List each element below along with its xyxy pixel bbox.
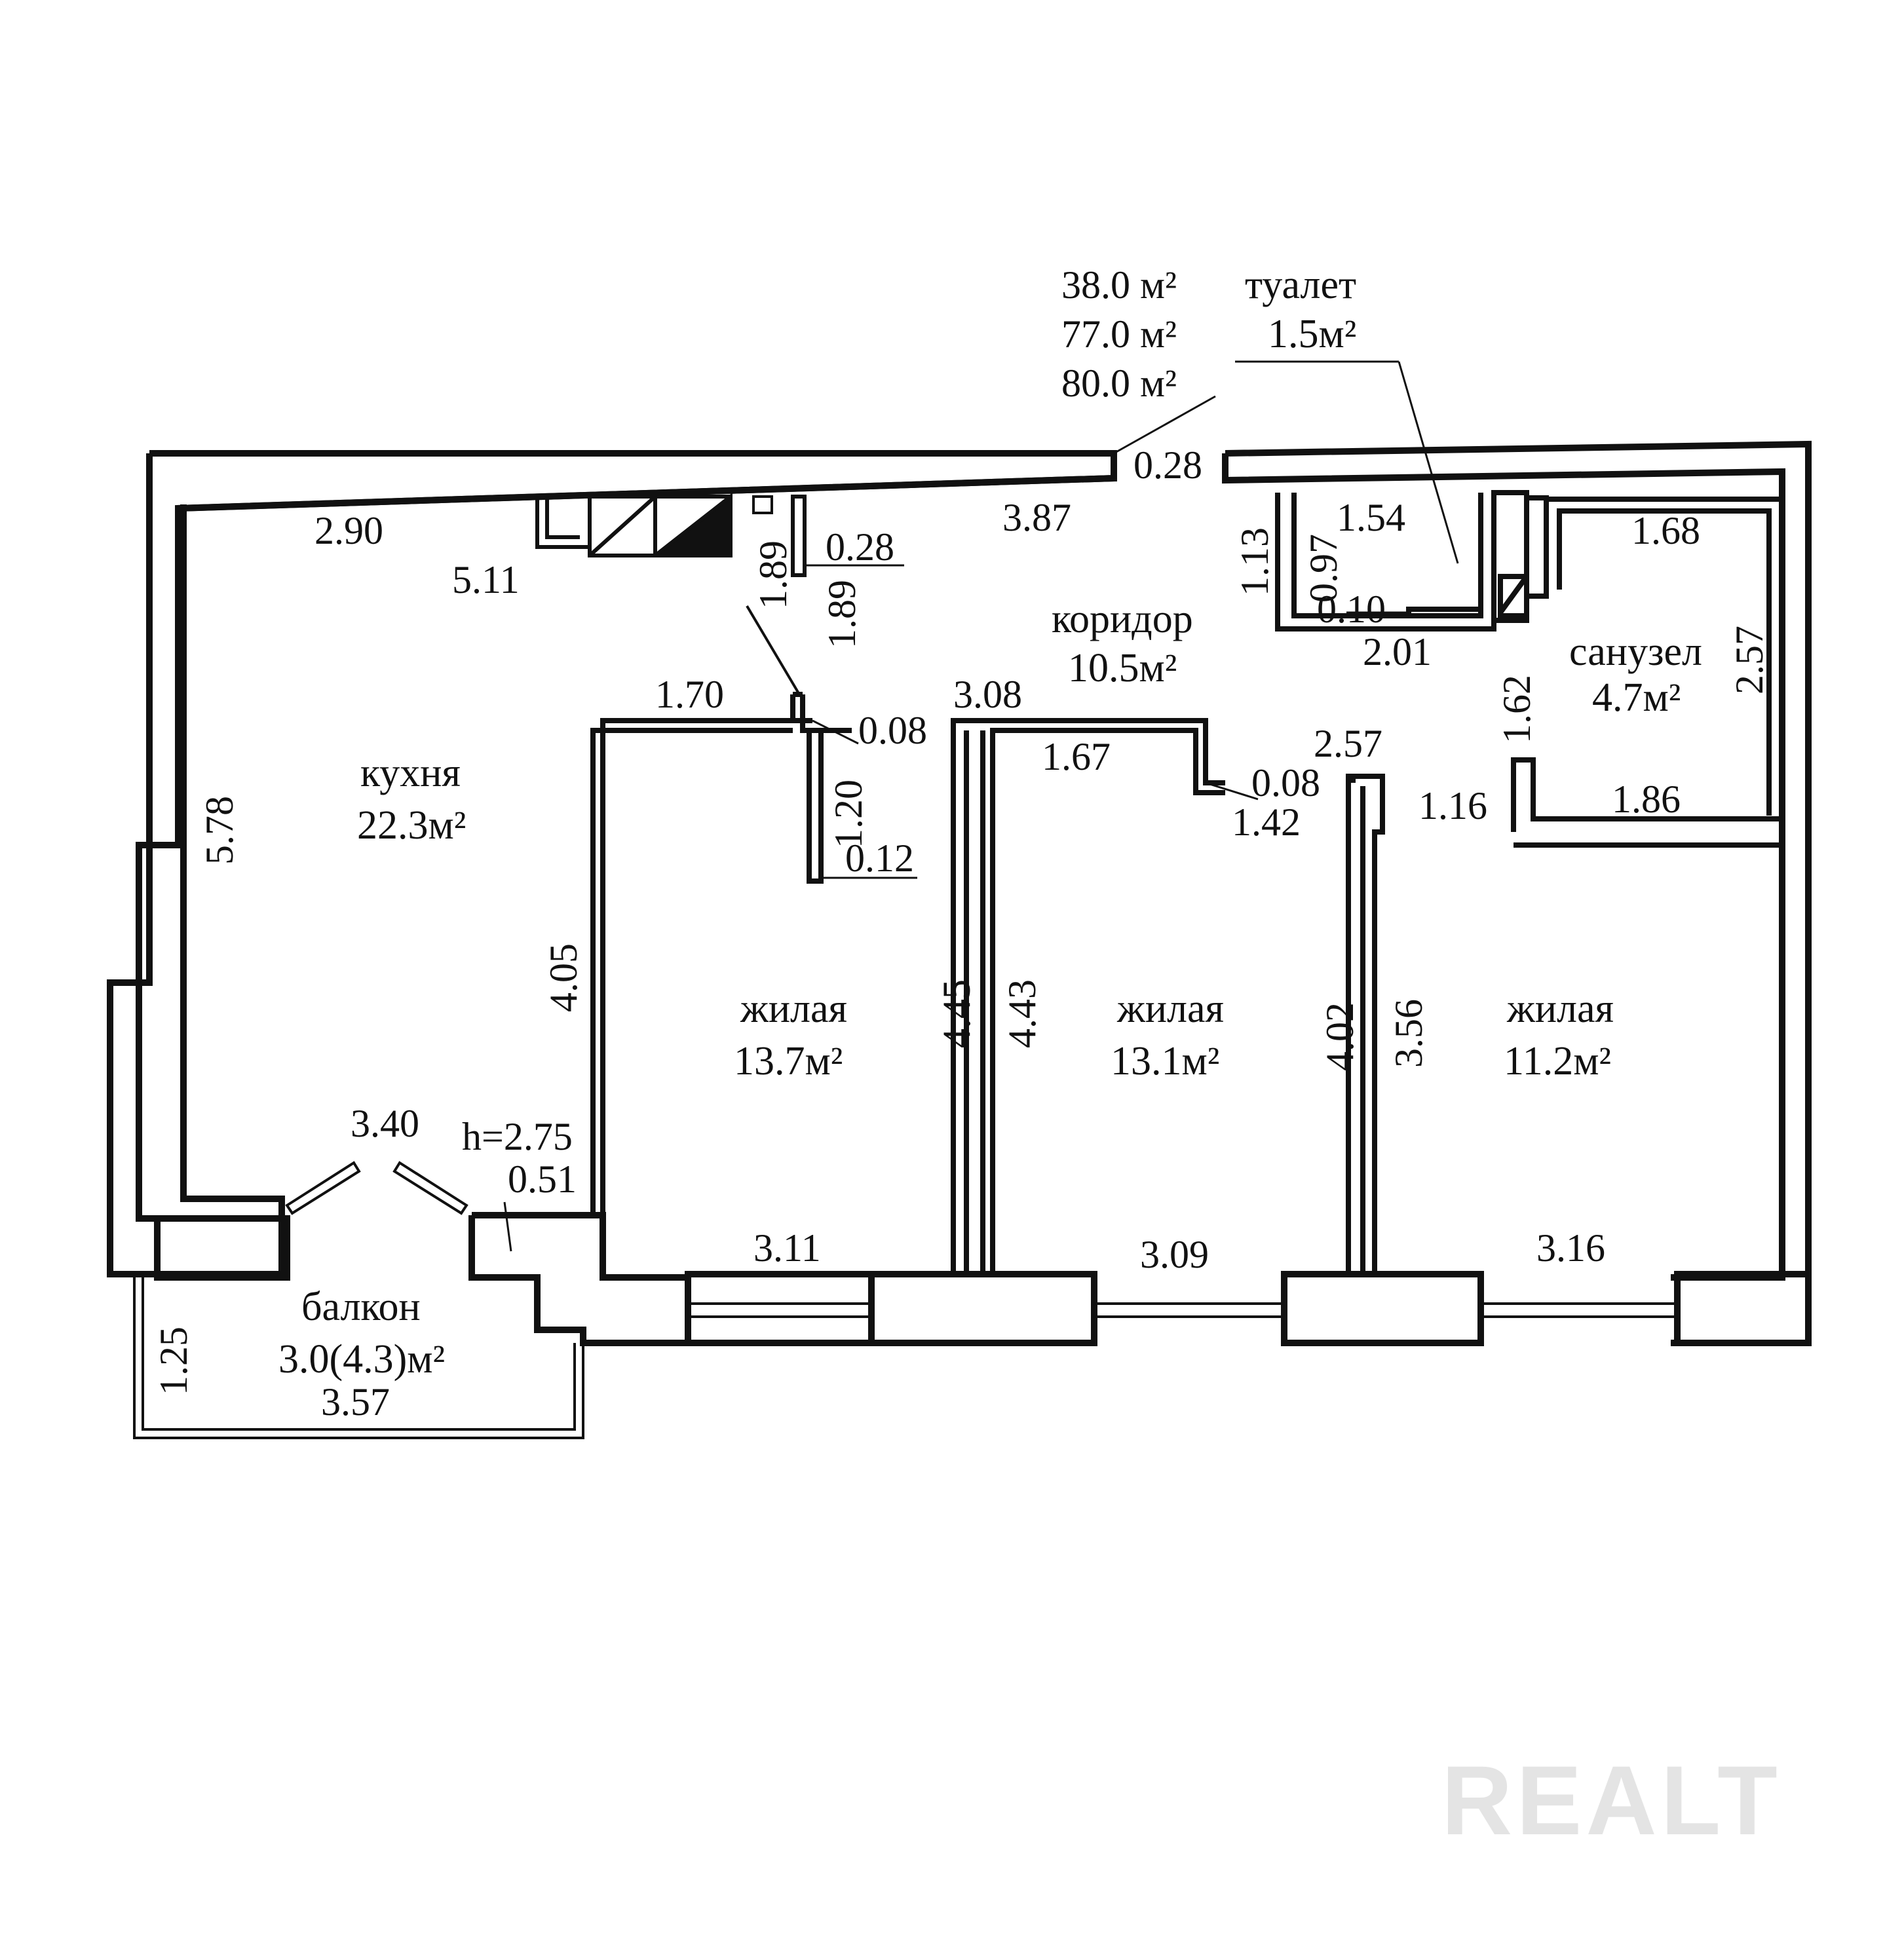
dim-room3-bottom: 3.16: [1536, 1226, 1605, 1270]
bathroom-walls: [1544, 497, 1782, 816]
totals-leader: [1113, 395, 1216, 455]
dim-entry-width: 0.28: [1133, 443, 1202, 487]
dimension-labels: 0.28 2.90 5.11 5.78 4.05 3.40 h=2.75 0.5…: [152, 443, 1771, 1424]
corridor-area: 10.5м²: [1068, 646, 1177, 690]
dim-toilet-bottom: 2.01: [1363, 630, 1432, 673]
toilet-area: 1.5м²: [1268, 312, 1356, 356]
vent-blocks: [535, 492, 904, 577]
interior-walls: [590, 692, 1782, 1274]
dim-partition-d: 1.67: [1042, 735, 1111, 778]
watermark-logo: REALT: [1441, 1745, 1781, 1855]
living3-area: 11.2м²: [1504, 1039, 1611, 1084]
total-living-area: 38.0 м²: [1061, 263, 1177, 307]
outer-walls: [107, 440, 1812, 1346]
pantry-leader: [746, 605, 801, 696]
dim-bath-left: 1.62: [1495, 675, 1538, 744]
dim-room2-bottom: 3.09: [1140, 1233, 1209, 1276]
living1-area: 13.7м²: [734, 1039, 843, 1084]
dim-room2-left: 4.02: [1318, 1002, 1361, 1071]
balcony-name: балкон: [301, 1285, 421, 1329]
windows: [688, 1302, 1677, 1318]
dim-closet-height: 1.20: [827, 780, 870, 848]
dim-closet-wall: 0.12: [845, 837, 914, 880]
living3-name: жилая: [1506, 987, 1614, 1031]
living2-name: жилая: [1116, 987, 1224, 1031]
partition-leader-2: [1205, 782, 1259, 801]
kitchen-pier-leader: [503, 1201, 512, 1252]
dim-kitchen-pier: 0.51: [508, 1158, 577, 1201]
dim-partition-f: 1.42: [1232, 801, 1301, 844]
dim-partition-g: 2.57: [1314, 722, 1382, 765]
dim-toilet-inner: 0.97: [1302, 534, 1345, 603]
dim-kitchen-bottom: 3.40: [351, 1102, 419, 1145]
dim-toilet-wall: 0.10: [1317, 588, 1386, 631]
dim-partition-b: 0.08: [858, 709, 927, 752]
total-area: 77.0 м²: [1061, 312, 1177, 356]
toilet-walls: [1275, 490, 1549, 632]
kitchen-area: 22.3м²: [357, 803, 466, 848]
dim-room3-left: 3.56: [1387, 999, 1430, 1068]
dim-room1-left: 4.45: [935, 979, 978, 1048]
dim-balcony-depth: 1.25: [152, 1327, 195, 1395]
dim-partition-a: 1.70: [655, 673, 724, 716]
dim-bath-top: 1.68: [1631, 509, 1700, 552]
balcony-door: [285, 1161, 468, 1215]
dim-niche-width: 0.28: [826, 525, 894, 569]
dim-niche-height-b: 1.89: [820, 580, 864, 649]
dim-partition-e: 0.08: [1251, 761, 1320, 804]
dim-bath-bottom: 1.86: [1612, 778, 1681, 821]
corridor-name: коридор: [1052, 597, 1193, 641]
living2-area: 13.1м²: [1111, 1039, 1219, 1084]
dim-bath-door: 1.16: [1418, 784, 1487, 827]
dim-kitchen-top: 2.90: [314, 509, 383, 552]
dim-kitchen-left: 5.78: [198, 796, 241, 865]
living1-name: жилая: [740, 987, 847, 1031]
toilet-name: туалет: [1245, 263, 1356, 307]
dim-corridor-top: 3.87: [1002, 496, 1071, 539]
bathroom-name: санузел: [1569, 630, 1702, 674]
dim-balcony-width: 3.57: [321, 1380, 390, 1424]
gross-area: 80.0 м²: [1061, 362, 1177, 405]
dim-niche-height-a: 1.89: [752, 540, 795, 609]
kitchen-name: кухня: [360, 751, 461, 795]
bathroom-area: 4.7м²: [1592, 675, 1681, 720]
dim-ceiling-height: h=2.75: [462, 1115, 573, 1158]
dim-room2-right: 4.43: [1000, 979, 1044, 1048]
dim-toilet-depth: 1.13: [1233, 527, 1276, 596]
partition-leader: [812, 719, 859, 745]
dim-toilet-width: 1.54: [1337, 496, 1405, 539]
dim-room1-bottom: 3.11: [753, 1226, 821, 1270]
room-labels: туалет 1.5м² коридор 10.5м² санузел 4.7м…: [278, 263, 1702, 1382]
toilet-leader-2: [1398, 361, 1459, 564]
balcony-outline: [133, 1277, 584, 1439]
balcony-area: 3.0(4.3)м²: [278, 1337, 445, 1382]
dim-kitchen-right: 4.05: [542, 943, 585, 1012]
dim-bath-right: 2.57: [1728, 626, 1771, 694]
dim-partition-c: 3.08: [953, 673, 1022, 716]
area-totals: 38.0 м² 77.0 м² 80.0 м²: [1061, 263, 1177, 405]
dim-kitchen-inner-top: 5.11: [452, 558, 520, 601]
